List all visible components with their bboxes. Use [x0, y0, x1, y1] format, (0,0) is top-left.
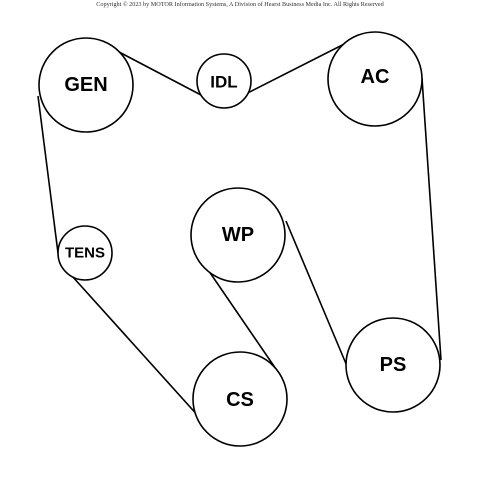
pulley-label-cs: CS	[226, 389, 254, 411]
belt-segment-cs-tens	[71, 275, 201, 419]
belt-segment-wp-cs	[201, 260, 279, 373]
pulley-label-wp: WP	[222, 224, 254, 246]
copyright-notice: Copyright © 2023 by MOTOR Information Sy…	[96, 1, 384, 8]
belt-segment-ps-wp	[285, 220, 353, 379]
pulley-label-tens: TENS	[65, 245, 105, 262]
belt-segment-tens-gen	[37, 95, 59, 254]
pulley-cs: CS	[192, 351, 288, 447]
pulley-gen: GEN	[38, 37, 134, 133]
pulley-label-ac: AC	[361, 66, 390, 88]
pulley-idl: IDL	[196, 53, 252, 109]
pulley-label-gen: GEN	[64, 74, 107, 96]
pulley-ps: PS	[345, 317, 441, 413]
pulley-tens: TENS	[57, 225, 113, 281]
pulley-ac: AC	[327, 31, 423, 127]
pulley-label-ps: PS	[380, 354, 407, 376]
pulley-wp: WP	[190, 187, 286, 283]
belt-segment-ac-ps	[421, 77, 442, 361]
pulley-label-idl: IDL	[210, 73, 237, 92]
